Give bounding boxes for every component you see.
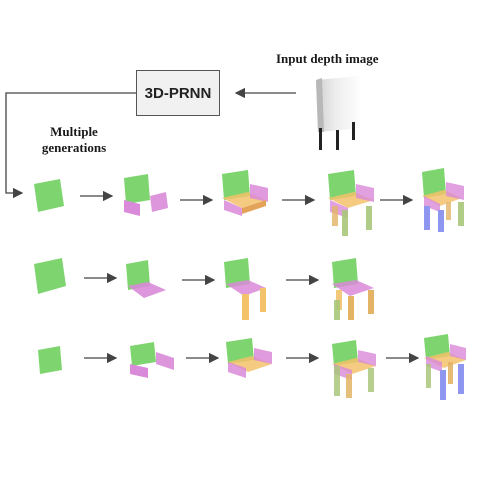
row3-step5-full-chair (424, 334, 466, 400)
network-box: 3D-PRNN (136, 70, 220, 116)
row1-step2-back-arms (124, 174, 168, 216)
row2-step3-back-seat-legs (224, 258, 266, 320)
row1-step1-back (34, 179, 64, 212)
row2-step4-full-chair (332, 258, 374, 320)
row2-step2-back-seat (126, 260, 166, 298)
row2-arrow-3 (286, 274, 320, 286)
row3-step1-back (38, 346, 62, 374)
network-to-generation-connector (5, 92, 136, 199)
row3-arrow-4 (386, 352, 420, 364)
row1-step4-back-arms-seat-legs (328, 170, 374, 236)
row3-arrow-1 (84, 352, 118, 364)
row3-step4-back-arms-seat-legs (332, 340, 376, 398)
row1-arrow-3 (282, 194, 316, 206)
row3-arrow-2 (186, 352, 220, 364)
row2-arrow-2 (182, 274, 216, 286)
row3-step2-back-arms (130, 342, 174, 378)
input-caption: Input depth image (276, 51, 379, 66)
row1-step5-full-chair (422, 168, 464, 232)
input-depth-image (316, 76, 362, 150)
row1-arrow-1 (80, 190, 114, 202)
row1-arrow-4 (380, 194, 414, 206)
row2-arrow-1 (84, 272, 118, 284)
row1-arrow-2 (180, 194, 214, 206)
row2-step1-back (34, 258, 66, 294)
row3-arrow-3 (286, 352, 320, 364)
generations-caption: Multiple generations (41, 124, 107, 155)
row1-step3-back-arms-seat (222, 170, 268, 216)
row3-step3-back-arms-seat (226, 338, 272, 378)
network-label: 3D-PRNN (144, 84, 212, 102)
